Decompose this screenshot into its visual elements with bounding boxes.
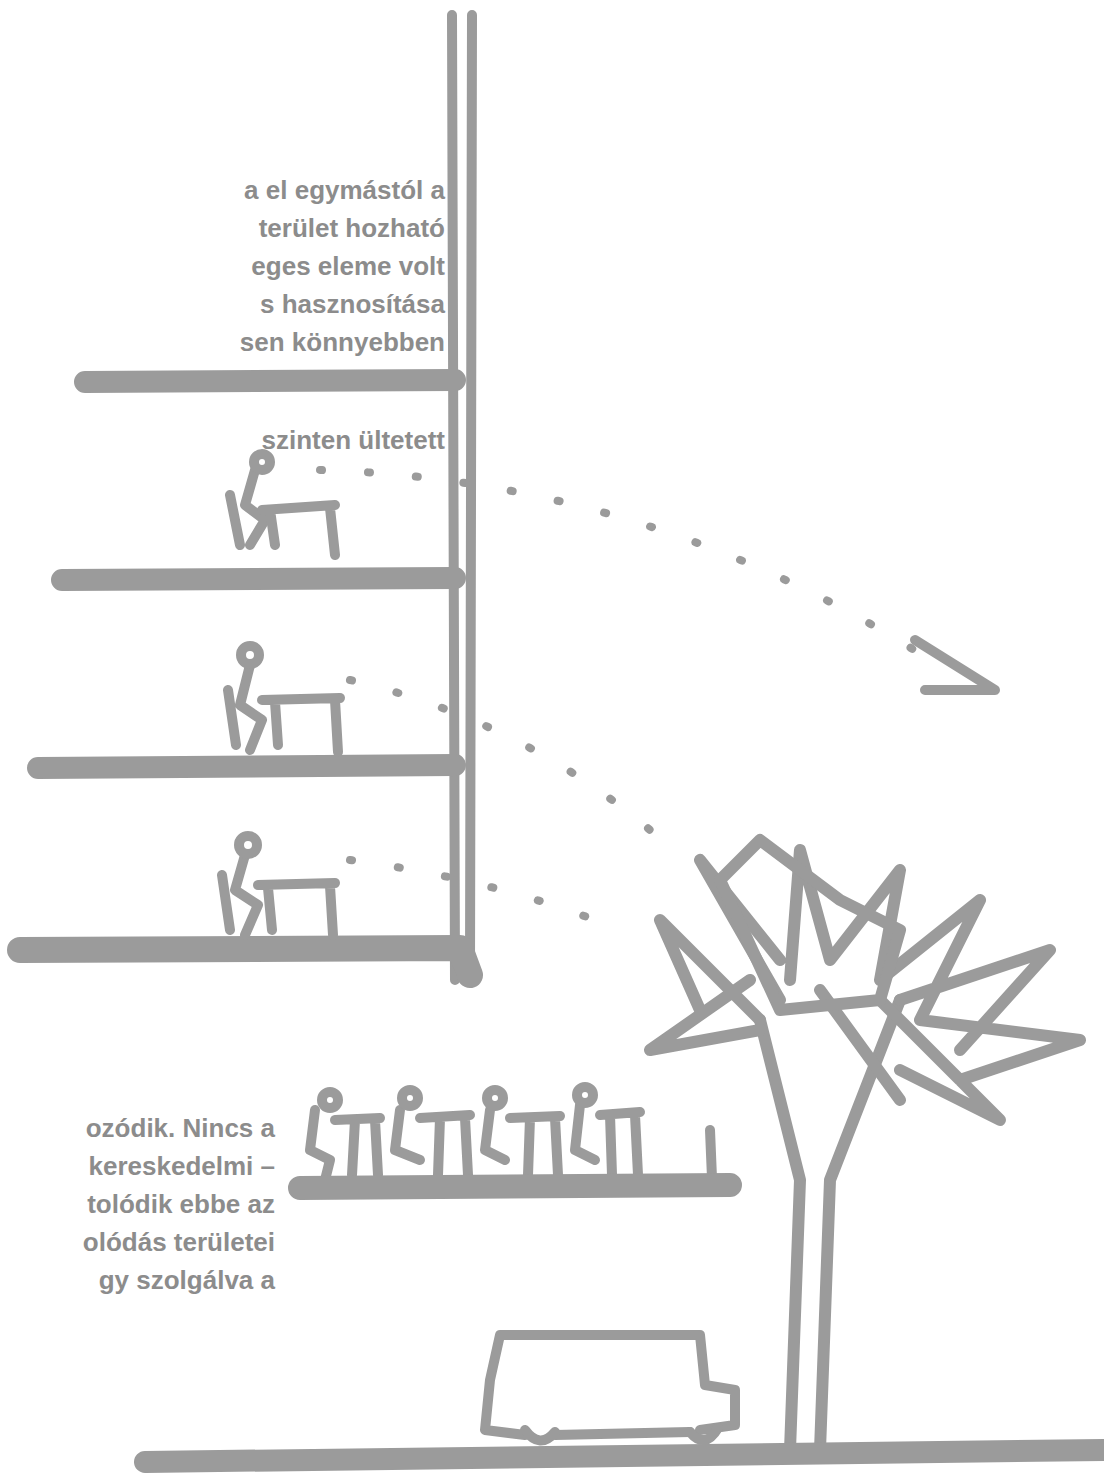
text-fragment: tolódik ebbe az	[87, 1189, 275, 1219]
text-fragment: s hasznosítása	[260, 289, 445, 319]
floor-slab	[20, 948, 470, 975]
floor-slab	[62, 578, 455, 580]
car-symbol	[485, 1335, 735, 1435]
terrace-people	[310, 1087, 712, 1180]
text-fragment: sen könnyebben	[240, 327, 445, 357]
wall-line	[452, 15, 455, 980]
text-fragment: gy szolgálva a	[99, 1265, 275, 1295]
terrace-slab	[300, 1185, 730, 1188]
text-fragment: szinten ültetett	[262, 425, 445, 455]
text-fragment: ozódik. Nincs a	[86, 1113, 275, 1143]
floor-slab	[85, 380, 455, 382]
text-fragment: eges eleme volt	[251, 251, 445, 281]
wall-line	[470, 15, 472, 975]
floor-slab	[38, 765, 455, 768]
text-fragment: a el egymástól a	[244, 175, 445, 205]
text-fragment: olódás területei	[83, 1227, 275, 1257]
tree-symbol	[650, 840, 1080, 1450]
seated-person	[222, 836, 335, 935]
ground-line	[145, 1450, 1104, 1462]
arrow-head	[915, 640, 995, 690]
text-fragment: terület hozható	[259, 213, 445, 243]
car-wheel	[525, 1428, 718, 1441]
seated-person	[228, 646, 340, 752]
sight-line	[320, 470, 930, 930]
text-fragment: kereskedelmi –	[89, 1151, 275, 1181]
